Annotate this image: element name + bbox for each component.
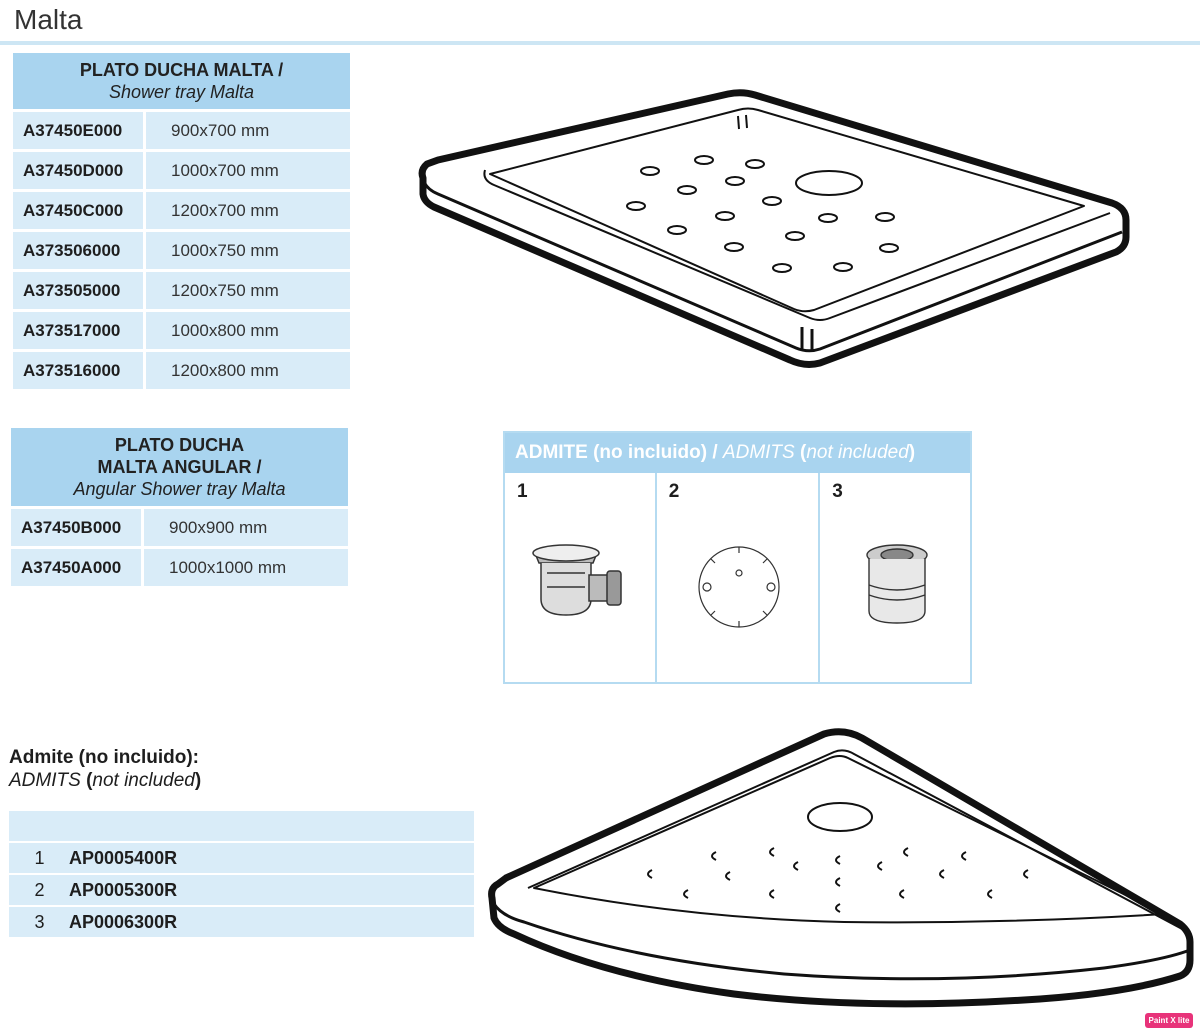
admits-title-not-included: not included: [806, 442, 909, 463]
table-malta-header: PLATO DUCHA MALTA / Shower tray Malta: [13, 53, 350, 109]
table-angular-title-1: PLATO DUCHA: [114, 435, 245, 455]
drain-cover-icon: [698, 546, 780, 628]
product-size: 1000x800 mm: [146, 312, 350, 349]
product-size: 900x900 mm: [144, 509, 348, 546]
accessory-number: 1: [34, 847, 45, 868]
table-angular-header: PLATO DUCHA MALTA ANGULAR / Angular Show…: [11, 428, 348, 506]
siphon-drain-icon: [532, 544, 622, 616]
item-number: 1: [517, 481, 528, 502]
product-code: A37450D000: [13, 152, 146, 189]
product-code: A37450A000: [11, 549, 144, 586]
admite-label-paren-open: (: [86, 770, 93, 791]
accessories-table-header: [9, 811, 474, 841]
admits-box: ADMITE (no incluido) / ADMITS (not inclu…: [503, 431, 972, 684]
table-malta-subtitle: Shower tray Malta: [108, 82, 255, 102]
admits-title-es: ADMITE (no incluido) /: [515, 442, 723, 463]
product-code: A37450B000: [11, 509, 144, 546]
table-malta-title: PLATO DUCHA MALTA /: [79, 60, 284, 80]
product-code: A37450E000: [13, 112, 146, 149]
drain-valve-icon: [866, 544, 928, 624]
item-number: 3: [832, 481, 843, 502]
product-code: A37450C000: [13, 192, 146, 229]
table-row: 1 AP0005400R: [9, 843, 474, 873]
watermark-badge: Paint X lite: [1145, 1013, 1193, 1028]
accessory-code: AP0005400R: [69, 847, 178, 868]
product-size: 1200x700 mm: [146, 192, 350, 229]
admite-label-es: Admite (no incluido):: [9, 747, 199, 768]
product-size: 1000x700 mm: [146, 152, 350, 189]
table-angular: PLATO DUCHA MALTA ANGULAR / Angular Show…: [11, 425, 348, 589]
product-size: 900x700 mm: [146, 112, 350, 149]
admite-label: Admite (no incluido): ADMITS (not includ…: [9, 746, 201, 792]
item-number: 2: [668, 481, 680, 502]
accessories-table: 1 AP0005400R 2 AP0005300R 3 AP0006300R: [9, 811, 474, 939]
accessory-code: AP0005300R: [69, 879, 178, 900]
table-row: 2 AP0005300R: [9, 875, 474, 905]
product-size: 1200x750 mm: [146, 272, 350, 309]
accessory-number: 2: [34, 879, 45, 900]
accessory-code: AP0006300R: [69, 911, 178, 932]
product-code: A373506000: [13, 232, 146, 269]
rectangular-shower-tray-illustration: [418, 89, 1130, 368]
product-code: A373517000: [13, 312, 146, 349]
admits-box-header: ADMITE (no incluido) / ADMITS (not inclu…: [505, 433, 970, 473]
admits-item-3: 3: [820, 473, 970, 682]
table-angular-title-2: MALTA ANGULAR /: [97, 457, 262, 477]
page-title: Malta: [14, 4, 83, 35]
table-row: 3 AP0006300R: [9, 907, 474, 937]
angular-shower-tray-illustration: [488, 728, 1194, 1008]
product-size: 1200x800 mm: [146, 352, 350, 389]
title-divider: [0, 41, 1200, 45]
product-size: 1000x1000 mm: [144, 549, 348, 586]
admits-item-2: 2: [657, 473, 821, 682]
admits-title-paren-close: ): [908, 442, 916, 463]
table-angular-subtitle: Angular Shower tray Malta: [73, 479, 286, 499]
table-malta: PLATO DUCHA MALTA / Shower tray Malta A3…: [13, 50, 350, 392]
accessory-number: 3: [34, 911, 45, 932]
admite-label-paren-close: ): [194, 770, 202, 791]
admite-label-not-included: not included: [92, 770, 195, 791]
admits-item-1: 1: [505, 473, 657, 682]
admits-title-en: ADMITS: [722, 442, 800, 463]
product-code: A373505000: [13, 272, 146, 309]
admite-label-en: ADMITS: [9, 770, 87, 791]
product-code: A373516000: [13, 352, 146, 389]
product-size: 1000x750 mm: [146, 232, 350, 269]
admits-title-paren-open: (: [799, 442, 807, 463]
